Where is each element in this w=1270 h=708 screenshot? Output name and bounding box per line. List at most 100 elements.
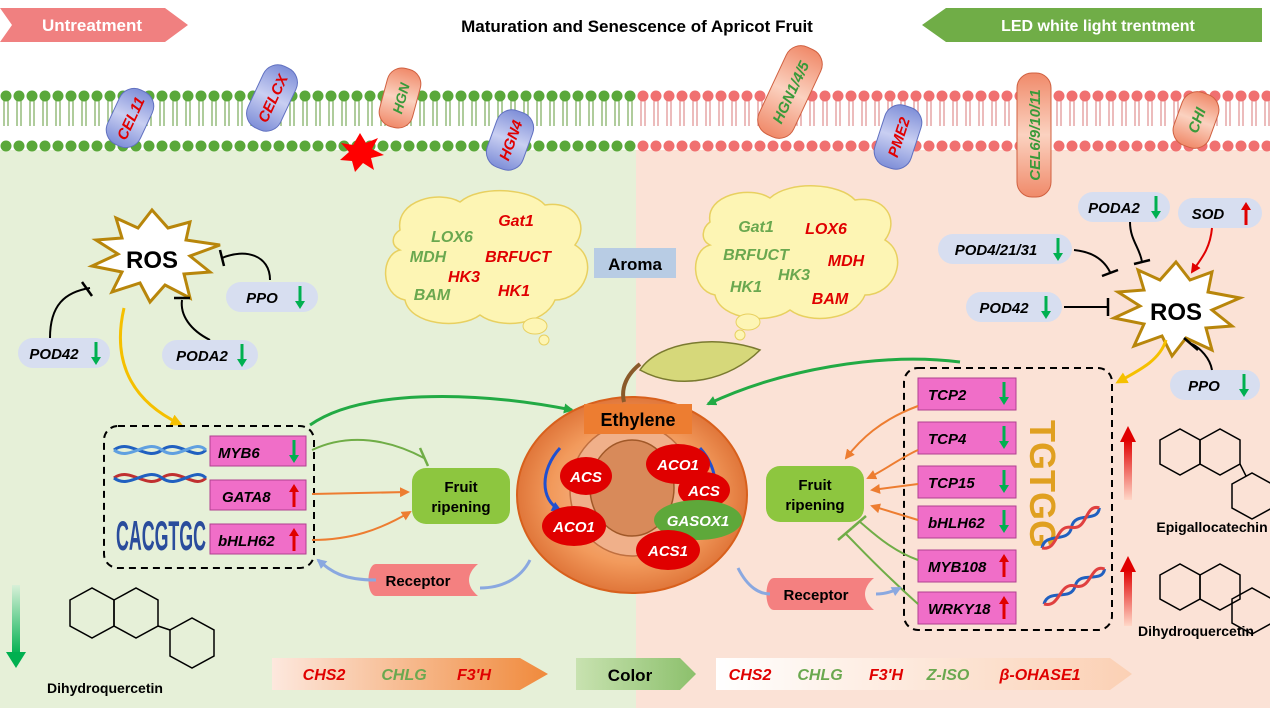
down-arrow-icon xyxy=(1041,296,1051,319)
protein-cel6-label: CEL6/9/10/11 xyxy=(1027,89,1044,180)
lipid-head xyxy=(1079,140,1091,152)
right-trend-up-arrow-bottom xyxy=(1120,556,1136,626)
right-regulator-ppo: PPO xyxy=(1170,370,1260,400)
lipid-head xyxy=(624,90,636,102)
right-poda2-label: PODA2 xyxy=(1088,200,1140,217)
inhibit-bar xyxy=(851,515,867,529)
dna-helix-icon xyxy=(113,445,208,455)
arrow-tfs-to-ethylene-left xyxy=(309,395,574,427)
right-aroma-cloud xyxy=(694,185,899,341)
right-tf-box xyxy=(903,367,1113,631)
lipid-head xyxy=(1248,140,1260,152)
lipid-head xyxy=(429,90,441,102)
lipid-head xyxy=(923,90,935,102)
lipid-head xyxy=(663,90,675,102)
lipid-head xyxy=(312,140,324,152)
left-tf-gata8: GATA8 xyxy=(209,479,307,511)
aroma-gene: HK1 xyxy=(730,279,762,296)
right-sod-label: SOD xyxy=(1192,206,1225,223)
lipid-head xyxy=(39,90,51,102)
lipid-head xyxy=(949,90,961,102)
lipid-head xyxy=(676,140,688,152)
up-arrow-icon xyxy=(289,528,299,551)
lipid-head xyxy=(637,140,649,152)
left-aroma-cloud xyxy=(384,190,589,346)
lipid-head xyxy=(754,140,766,152)
right-compound-bottom-label: Dihydroquercetin xyxy=(1138,623,1254,639)
lipid-head xyxy=(13,140,25,152)
lipid-head xyxy=(962,140,974,152)
lipid-head xyxy=(585,90,597,102)
lipid-head xyxy=(169,140,181,152)
lipid-head xyxy=(1235,90,1247,102)
color-gene: CHS2 xyxy=(303,667,346,684)
left-gata8-label: GATA8 xyxy=(222,489,271,506)
arrow-ros-to-tfs-left xyxy=(119,307,183,426)
dna-helix-icon xyxy=(1040,506,1101,550)
lipid-head xyxy=(169,90,181,102)
lipid-head xyxy=(143,140,155,152)
right-ros-label: ROS xyxy=(1150,299,1202,326)
lipid-head xyxy=(598,140,610,152)
lipid-head xyxy=(845,140,857,152)
lipid-head xyxy=(533,140,545,152)
lipid-head xyxy=(715,90,727,102)
lipid-head xyxy=(338,90,350,102)
right-banner-label: LED white light trentment xyxy=(1001,18,1195,35)
lipid-head xyxy=(949,140,961,152)
fruit-stem xyxy=(621,362,642,403)
right-banner: LED white light trentment xyxy=(922,8,1262,42)
enzyme-gasox1: GASOX1 xyxy=(654,500,742,540)
right-fruit-label: Fruit xyxy=(798,477,831,494)
lipid-head xyxy=(221,140,233,152)
right-ppo-label: PPO xyxy=(1188,378,1220,395)
protein-hgn: HGN xyxy=(378,67,422,129)
arrow-bhlh62-ripening-right xyxy=(870,503,919,521)
lipid-head xyxy=(0,90,12,102)
lipid-head xyxy=(325,140,337,152)
down-arrow-icon xyxy=(1239,374,1249,397)
lipid-head xyxy=(1001,140,1013,152)
lipid-head xyxy=(104,90,116,102)
lipid-head xyxy=(1105,140,1117,152)
lipid-head xyxy=(65,140,77,152)
left-ros-label: ROS xyxy=(126,247,178,274)
aroma-gene: LOX6 xyxy=(431,229,473,246)
lipid-head xyxy=(156,90,168,102)
aroma-gene: HK1 xyxy=(498,283,530,300)
right-regulator-pod4-21-31: POD4/21/31 xyxy=(938,234,1072,264)
left-banner: Untreatment xyxy=(0,8,188,42)
left-trend-down-arrow xyxy=(6,585,26,668)
left-fruit-ripening: Fruit ripening xyxy=(412,468,510,524)
lipid-head xyxy=(975,90,987,102)
aroma-label-box: Aroma xyxy=(594,248,676,278)
lipid-head xyxy=(65,90,77,102)
down-arrow-icon xyxy=(999,510,1009,533)
lipid-head xyxy=(689,90,701,102)
left-banner-label: Untreatment xyxy=(42,16,142,35)
lipid-head xyxy=(91,90,103,102)
lipid-head xyxy=(221,90,233,102)
line-fruit-receptor-left xyxy=(479,559,532,590)
aroma-gene: Gat1 xyxy=(498,213,534,230)
protein-chi: CHI xyxy=(1172,91,1220,149)
lipid-head xyxy=(546,140,558,152)
left-regulator-pod42: POD42 xyxy=(18,338,110,368)
lipid-head xyxy=(234,90,246,102)
lipid-head xyxy=(195,90,207,102)
lipid-head xyxy=(884,90,896,102)
down-arrow-icon xyxy=(1053,238,1063,261)
diagram-title: Maturation and Senescence of Apricot Fru… xyxy=(461,17,813,36)
left-ros-burst: ROS xyxy=(87,207,221,305)
lipid-head xyxy=(702,140,714,152)
protein-pme2: PME2 xyxy=(873,104,923,170)
left-receptor: Receptor xyxy=(368,564,478,596)
left-ripening-label: ripening xyxy=(431,499,490,516)
left-tf-box xyxy=(103,425,315,569)
lipid-head xyxy=(1079,90,1091,102)
color-gene: CHLG xyxy=(797,667,842,684)
lipid-head xyxy=(533,90,545,102)
